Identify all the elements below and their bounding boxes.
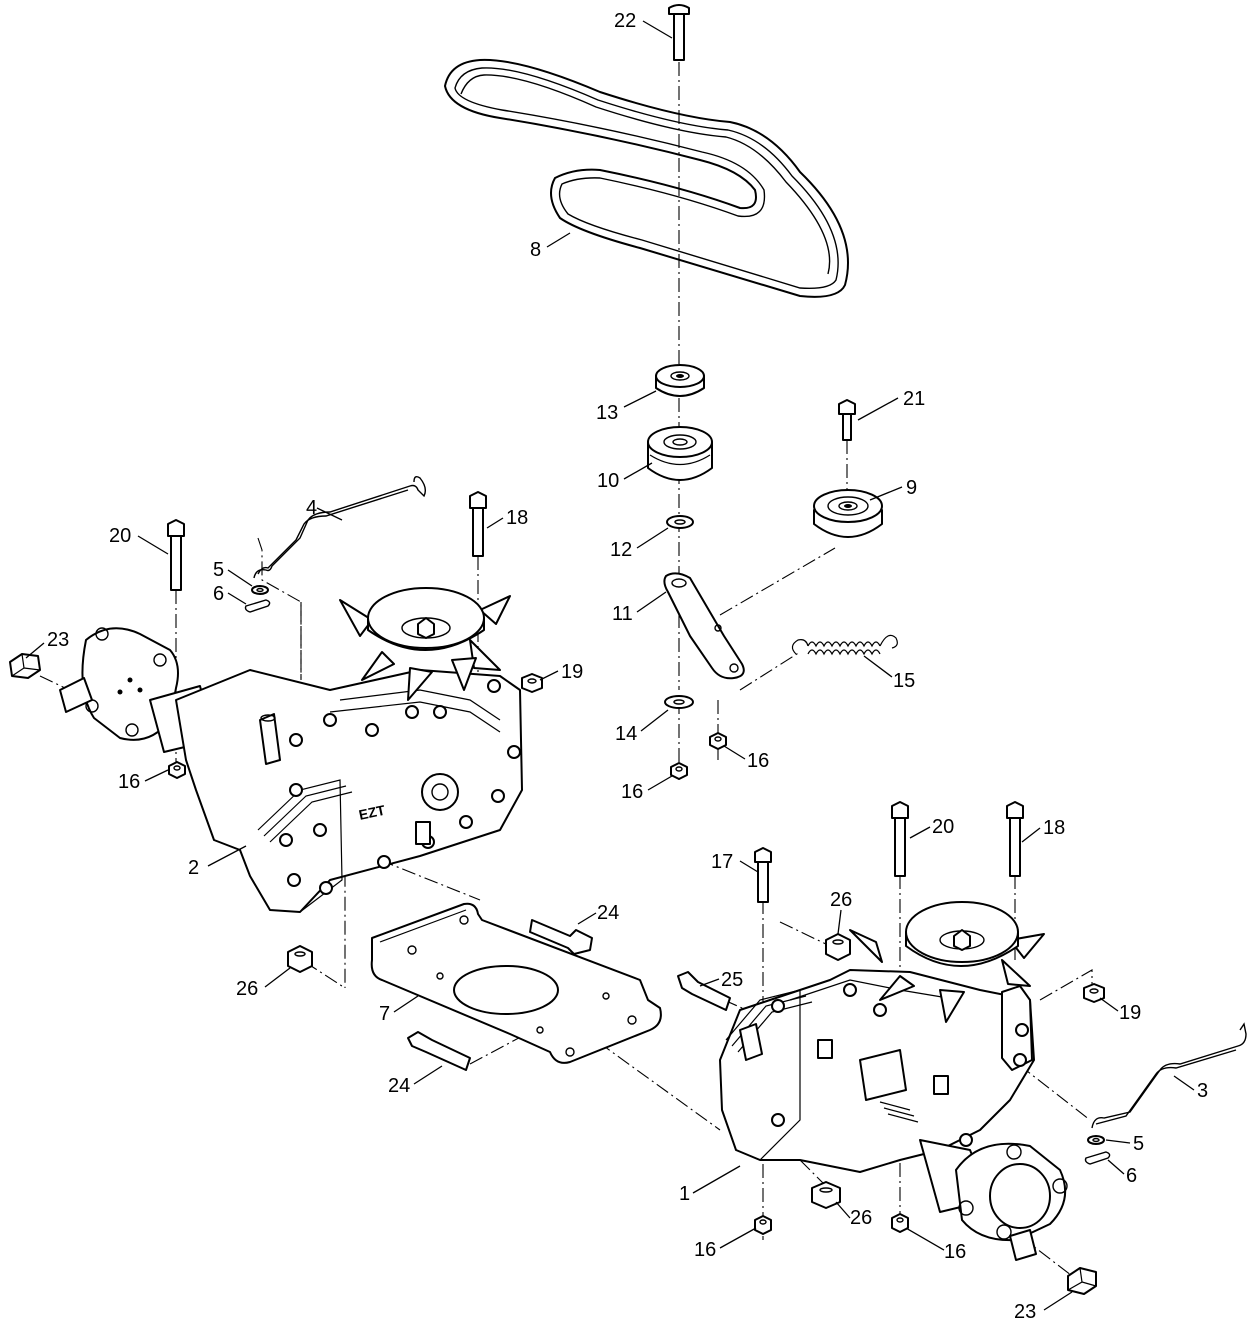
- callout-13: 13: [596, 402, 618, 424]
- callout-26-left: 26: [236, 978, 258, 1000]
- part-20-bolt-left: [167, 519, 185, 591]
- callout-7: 7: [379, 1003, 390, 1025]
- part-15-spring: [791, 634, 898, 656]
- callout-16-bottom-right: 16: [944, 1241, 966, 1263]
- part-16-nut-bottom-left: [754, 1215, 772, 1235]
- part-22-bolt: [668, 4, 690, 61]
- part-6-clip-left: [244, 599, 271, 613]
- part-5-washer-right: [1087, 1135, 1105, 1145]
- callout-21: 21: [903, 388, 925, 410]
- part-19-nut-left: [521, 673, 543, 693]
- callout-23-left: 23: [47, 629, 69, 651]
- part-23-nut-left: [9, 653, 41, 679]
- callout-23-right: 23: [1014, 1301, 1036, 1323]
- callout-10: 10: [597, 470, 619, 492]
- callout-17: 17: [711, 851, 733, 873]
- part-24-bolt-bottom: [407, 1031, 471, 1071]
- part-12-washer: [666, 515, 694, 529]
- part-1-cooling-fan: [849, 901, 1045, 1023]
- part-3-control-rod: [1091, 1022, 1247, 1129]
- part-26-nut-top: [825, 933, 851, 961]
- part-5-washer-left: [251, 585, 269, 595]
- part-23-nut-right: [1067, 1267, 1097, 1295]
- part-2-ezt-marking: EZT: [357, 802, 387, 823]
- callout-16-left: 16: [118, 771, 140, 793]
- callout-3: 3: [1197, 1080, 1208, 1102]
- part-19-nut-right: [1083, 983, 1105, 1003]
- part-1-right-transmission: [719, 901, 1068, 1261]
- part-18-bolt-left: [469, 491, 487, 557]
- callout-6-right: 6: [1126, 1165, 1137, 1187]
- part-8-belt: [444, 58, 849, 298]
- callout-20-right: 20: [932, 816, 954, 838]
- part-20-bolt-right: [891, 801, 909, 877]
- callout-4: 4: [306, 497, 317, 519]
- callout-19-left: 19: [561, 661, 583, 683]
- part-10-v-pulley: [647, 426, 713, 481]
- part-18-bolt-right: [1006, 801, 1024, 877]
- part-14-washer: [664, 695, 694, 709]
- part-2-left-transmission: EZT: [59, 587, 523, 913]
- part-16-nut-idler-a: [709, 732, 727, 750]
- callout-20-left: 20: [109, 525, 131, 547]
- callout-2: 2: [188, 857, 199, 879]
- callout-25: 25: [721, 969, 743, 991]
- part-25-bolt: [677, 971, 731, 1011]
- callout-16-idler-b: 16: [621, 781, 643, 803]
- callout-labels: 22 8 13 10 21 9 12 11 15 14 16 16 4 18 2…: [47, 10, 1208, 1323]
- part-17-bolt: [754, 847, 772, 903]
- part-16-nut-bottom-right: [891, 1213, 909, 1233]
- callout-18-right: 18: [1043, 817, 1065, 839]
- callout-24-top: 24: [597, 902, 619, 924]
- callout-1: 1: [679, 1183, 690, 1205]
- part-11-idler-arm: [663, 572, 745, 680]
- callout-26-bottom: 26: [850, 1207, 872, 1229]
- callout-26-top: 26: [830, 889, 852, 911]
- part-26-nut-bottom: [811, 1181, 841, 1209]
- callout-24-bottom: 24: [388, 1075, 410, 1097]
- part-21-bolt: [838, 399, 856, 441]
- part-9-idler-pulley: [813, 489, 883, 538]
- leader-lines: [25, 20, 1195, 1311]
- part-7-mounting-plate: [370, 902, 662, 1064]
- callout-14: 14: [615, 723, 637, 745]
- callout-5-right: 5: [1133, 1133, 1144, 1155]
- part-24-bolt-top: [529, 919, 593, 955]
- callout-6-left: 6: [213, 583, 224, 605]
- part-2-cooling-fan: [339, 587, 511, 701]
- callout-16-bottom-left: 16: [694, 1239, 716, 1261]
- callout-11: 11: [612, 603, 633, 625]
- part-6-clip-right: [1084, 1151, 1111, 1165]
- callout-18-left: 18: [506, 507, 528, 529]
- callout-5-left: 5: [213, 559, 224, 581]
- callout-8: 8: [530, 239, 541, 261]
- callout-16-idler-a: 16: [747, 750, 769, 772]
- part-13-flat-pulley: [655, 364, 705, 397]
- callout-12: 12: [610, 539, 632, 561]
- part-16-nut-left: [168, 761, 186, 779]
- callout-9: 9: [906, 477, 917, 499]
- part-4-control-rod: [253, 475, 427, 579]
- part-16-nut-idler-b: [670, 762, 688, 780]
- callout-19-right: 19: [1119, 1002, 1141, 1024]
- callout-15: 15: [893, 670, 915, 692]
- part-26-nut-left: [287, 945, 313, 973]
- callout-22: 22: [614, 10, 636, 32]
